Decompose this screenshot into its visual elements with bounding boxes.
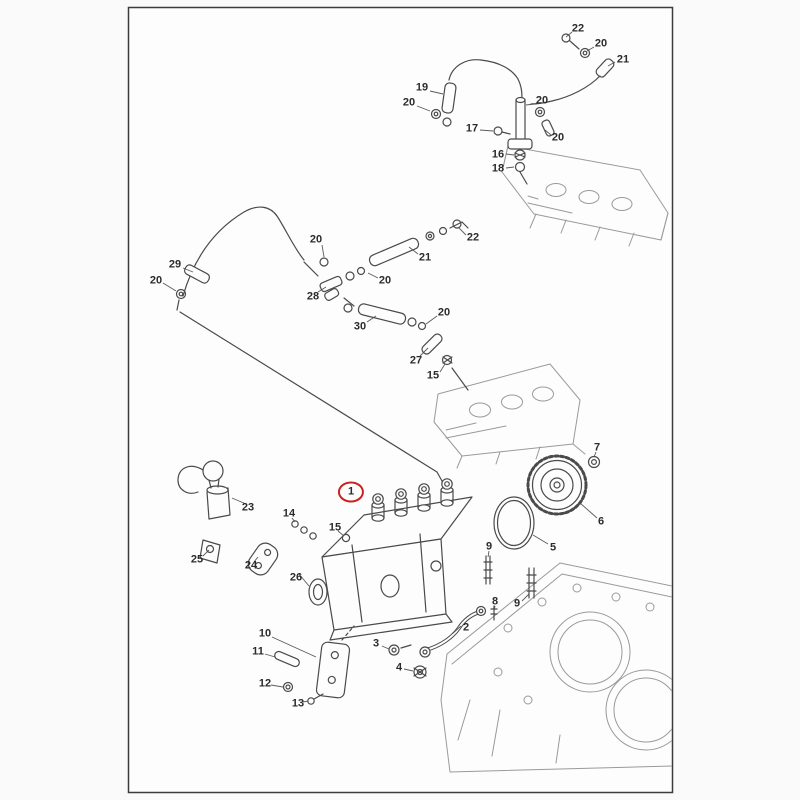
tube-30: [357, 303, 407, 325]
stud-9-lower: [526, 567, 537, 599]
banjo-bolt-22-top: [561, 33, 580, 50]
leader-lines: [162, 31, 616, 703]
side-cover-26: [308, 578, 328, 606]
gasket-24: [247, 542, 279, 576]
tube-21-middle: [368, 237, 420, 267]
washer-20-pipe29: [175, 288, 187, 300]
tee-fitting-assembly: [493, 96, 555, 185]
bolt-22-middle: [452, 219, 462, 229]
washer-12: [282, 681, 294, 693]
o-ring-5: [493, 496, 535, 550]
nut-pipe19: [442, 117, 452, 127]
fuel-pipe-19: [448, 59, 523, 98]
tube-29: [183, 264, 211, 284]
cylinder-head-top-right: [501, 145, 669, 247]
washer-20-row2: [407, 317, 417, 327]
washer-20-pipe19: [430, 108, 442, 120]
bolt-14: [291, 520, 299, 528]
injection-pump: [321, 478, 473, 641]
tube-19: [441, 82, 457, 114]
nut-20-row1: [319, 257, 329, 267]
nut-15-row2: [441, 354, 453, 366]
stud-9-upper: [483, 555, 493, 585]
primer-pump-23: [177, 460, 231, 520]
washer-20-top: [579, 47, 591, 59]
fuel-pipe-top-right: [530, 75, 601, 105]
pump-gear-6: [526, 454, 588, 516]
engine-block: [440, 562, 672, 773]
diagram-border: [127, 6, 674, 794]
nut-15-pump: [341, 533, 351, 543]
spacer-11: [274, 650, 300, 668]
bracket-plate-10: [315, 641, 351, 699]
fuel-pipe-29: [182, 206, 305, 297]
fitting-4: [413, 665, 427, 679]
cylinder-head-middle: [433, 363, 586, 469]
bracket-25: [199, 539, 221, 564]
banjo-bolt-3: [388, 644, 412, 656]
elbow-21-top: [595, 58, 615, 78]
